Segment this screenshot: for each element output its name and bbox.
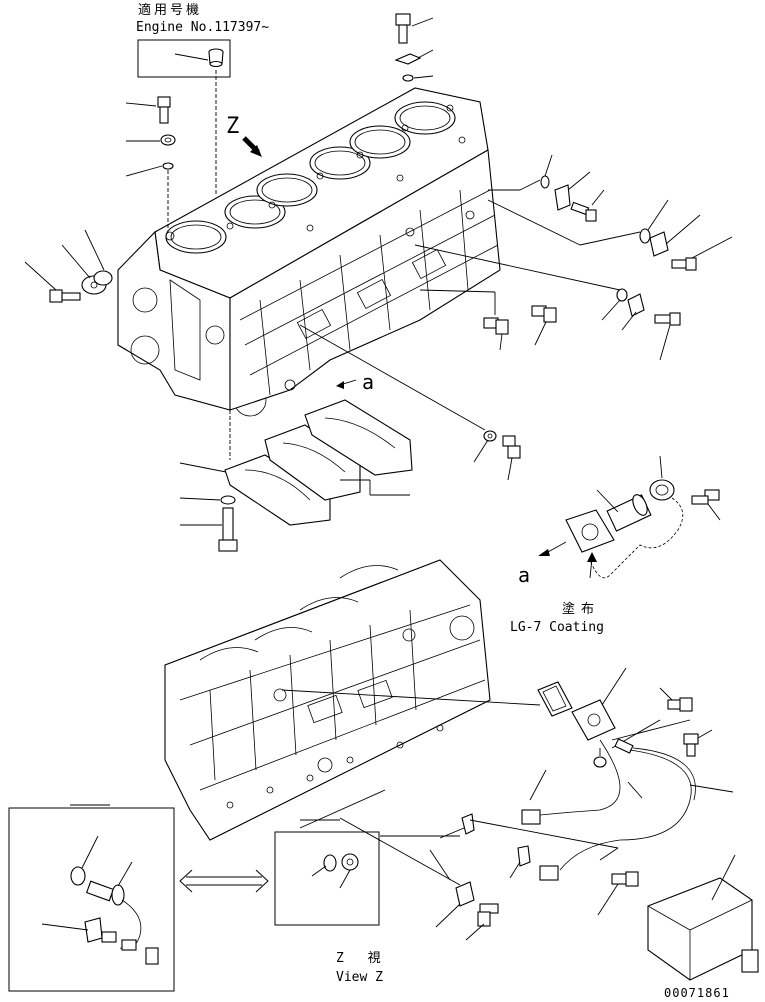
cap-with-chain xyxy=(589,479,684,579)
speed-sensor xyxy=(559,738,696,871)
gasket xyxy=(93,270,113,286)
plug xyxy=(531,305,557,323)
plug xyxy=(483,317,509,335)
o-ring xyxy=(639,228,651,244)
bracket xyxy=(394,53,422,65)
cylinder-bore xyxy=(165,220,227,254)
o-ring xyxy=(402,74,414,82)
cover-plate xyxy=(627,293,645,317)
clip xyxy=(517,845,531,867)
plug xyxy=(341,853,359,871)
tube xyxy=(606,494,652,532)
bolt xyxy=(570,201,597,222)
o-ring xyxy=(616,288,628,302)
view-z-label-en: View Z xyxy=(336,970,383,985)
cylinder-bore xyxy=(224,195,286,229)
clip xyxy=(461,813,475,835)
main-bearing-cap xyxy=(224,454,331,526)
cylinder-bore xyxy=(199,647,259,661)
bolt xyxy=(611,871,639,887)
washer xyxy=(220,495,236,505)
bolt xyxy=(667,697,693,712)
o-ring xyxy=(162,162,174,170)
cylinder-bore xyxy=(349,125,411,159)
sensor-connector xyxy=(539,865,559,881)
main-bearing-bolt xyxy=(218,507,238,552)
reference-letter-a: a xyxy=(362,370,374,394)
bracket xyxy=(455,881,475,907)
view-z-box xyxy=(274,831,380,926)
leader-line xyxy=(174,53,209,61)
cylinder-bore xyxy=(299,597,359,611)
cylinder-block-top xyxy=(117,87,501,417)
main-bearing-cap xyxy=(264,424,361,501)
cylinder-bore xyxy=(394,101,456,135)
bolt xyxy=(157,96,171,124)
drawing-number: 00071861 xyxy=(664,986,730,1000)
bolt xyxy=(691,489,720,505)
plug-part xyxy=(208,48,224,68)
cylinder-bore xyxy=(339,565,399,579)
bolt xyxy=(49,289,81,303)
cover-plate xyxy=(649,231,669,257)
reference-letter-a: a xyxy=(518,563,530,587)
temperature-sensor xyxy=(521,739,621,825)
engine-number-box xyxy=(137,39,231,78)
sensor-connector xyxy=(101,931,159,965)
detail-box xyxy=(8,807,175,992)
sensor-plate xyxy=(571,699,616,741)
main-bearing-cap xyxy=(304,399,413,476)
cylinder-block-bottom xyxy=(164,559,491,841)
cover-plate xyxy=(565,509,615,553)
double-arrow xyxy=(179,869,269,893)
cylinder-bore xyxy=(309,146,371,180)
o-ring xyxy=(540,175,550,189)
bolt xyxy=(395,13,411,44)
cylinder-bore xyxy=(256,173,318,207)
bolt xyxy=(654,312,681,326)
bolt xyxy=(477,903,499,927)
coating-label-en: LG-7 Coating xyxy=(510,620,604,635)
view-direction-arrow xyxy=(242,136,262,157)
o-ring xyxy=(70,866,86,886)
engine-number-label: Engine No.117397~ xyxy=(136,20,269,35)
bolt xyxy=(671,257,697,271)
bolt xyxy=(683,733,699,757)
washer xyxy=(160,134,176,146)
applicability-label-jp: 適用号機 xyxy=(138,2,202,18)
view-z-marker: Z xyxy=(226,114,239,139)
view-z-label-jp: Z 視 xyxy=(336,951,389,966)
special-tool xyxy=(647,877,759,981)
washer xyxy=(593,756,607,768)
plug xyxy=(502,435,521,459)
coating-label-jp: 塗布 xyxy=(562,601,600,617)
o-ring xyxy=(323,854,337,872)
gasket xyxy=(537,681,573,717)
cover-plate xyxy=(554,184,571,211)
washer xyxy=(483,430,497,442)
cylinder-bore xyxy=(254,627,313,641)
